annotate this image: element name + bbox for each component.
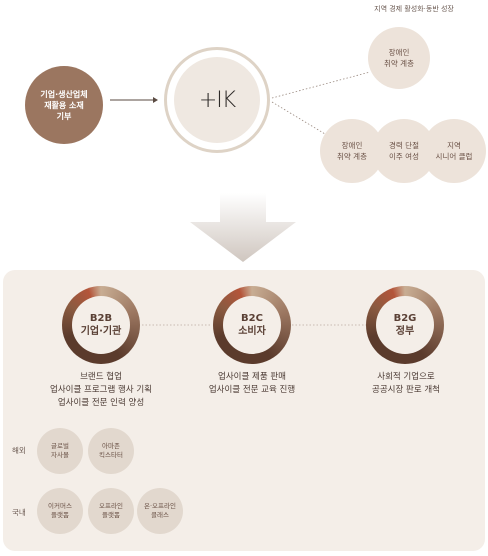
channel-global-mall: 글로벌 자사몰 [37,428,83,474]
segment-ring-inner: B2B 기업·기관 [72,296,130,354]
beneficiary-line: 장애인 [388,48,410,57]
segment-code: B2G [393,313,417,324]
channel-line: 플랫폼 [102,511,120,519]
beneficiary-node: 지역 시니어 클럽 [422,119,486,183]
channel-line: 글로벌 [51,442,69,450]
flow-down-arrow [190,193,296,262]
desc-line: 공공시장 판로 개척 [372,385,440,395]
segment-code: B2B [89,313,113,324]
segment-name: 기업·기관 [80,326,122,337]
channel-amazon-kickstarter: 아마존 킥스타터 [88,428,134,474]
channel-line: 킥스타터 [99,451,123,459]
beneficiary-node-top: 장애인 취약 계층 [368,27,430,89]
dotted-connector-top [271,71,371,99]
desc-line: 업사이클 프로그램 행사 기획 [50,385,152,395]
beneficiary-line: 경력 단절 [389,141,419,150]
segment-desc-b2g: 사회적 기업으로 공공시장 판로 개척 [330,371,482,397]
donor-line-2: 재활용 소재 [44,100,84,110]
segment-ring-b2g: B2G 정부 [366,286,444,364]
channel-ecommerce: 이커머스 플랫폼 [37,488,83,534]
hk-logo-badge: +IK [174,57,260,143]
desc-line: 업사이클 전문 교육 진행 [208,385,296,395]
segment-ring-inner: B2C 소비자 [223,296,281,354]
donor-arrow-head [153,97,158,103]
region-caption: 지역 경제 활성화·동반 성장 [374,5,454,13]
donor-node: 기업·생산업체 재활용 소재 기부 [25,66,103,144]
beneficiary-line: 시니어 클럽 [435,152,473,161]
hk-center-node: +IK [164,47,270,153]
channel-line: 자사몰 [51,451,69,459]
channel-line: 온·오프라인 [144,502,176,510]
segment-name: 소비자 [238,326,266,337]
beneficiary-line: 지역 [447,141,461,150]
desc-line: 사회적 기업으로 [377,372,435,382]
donor-line-1: 기업·생산업체 [40,89,88,99]
segment-desc-b2b: 브랜드 협업 업사이클 프로그램 행사 기획 업사이클 전문 인력 양성 [20,371,182,410]
donor-line-3: 기부 [56,111,72,121]
desc-line: 업사이클 제품 판매 [218,372,286,382]
segment-name: 정부 [395,326,415,337]
segment-ring-b2c: B2C 소비자 [213,286,291,364]
overseas-label: 해외 [12,446,26,455]
channel-offline: 오프라인 플랫폼 [88,488,134,534]
domestic-label: 국내 [12,508,26,517]
hk-logo: +IK [198,87,236,113]
beneficiary-line: 이주 여성 [389,152,419,161]
channel-line: 오프라인 [99,502,123,510]
beneficiary-line: 장애인 [341,141,363,150]
connector-layer [110,71,371,262]
segment-code: B2C [241,313,263,324]
desc-line: 브랜드 협업 [80,372,122,382]
channel-line: 아마존 [102,442,120,450]
beneficiary-line: 취약 계층 [384,59,414,68]
beneficiary-line: 취약 계층 [337,152,367,161]
segment-ring-b2b: B2B 기업·기관 [62,286,140,364]
segment-desc-b2c: 업사이클 제품 판매 업사이클 전문 교육 진행 [176,371,328,397]
channel-line: 이커머스 [48,502,72,510]
segment-ring-inner: B2G 정부 [376,296,434,354]
desc-line: 업사이클 전문 인력 양성 [57,398,145,408]
channel-class: 온·오프라인 클래스 [137,488,183,534]
channel-line: 클래스 [151,511,169,519]
channel-line: 플랫폼 [51,511,69,519]
